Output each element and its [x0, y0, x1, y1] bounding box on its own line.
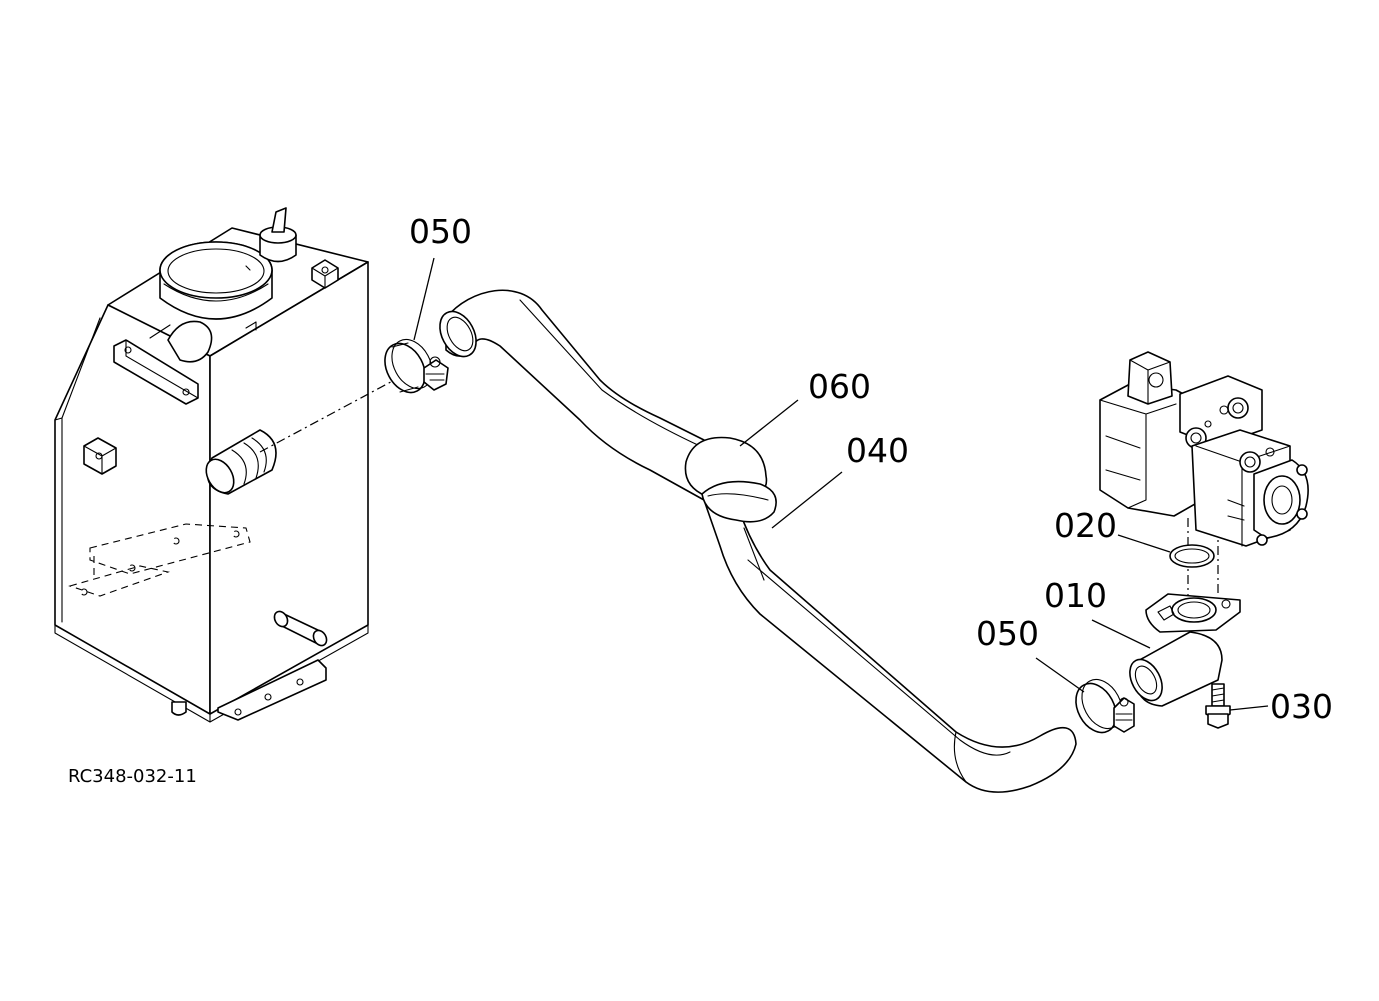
hydraulic-tank: [54, 207, 369, 723]
leader-lines: [413, 257, 1269, 711]
hose-clamp-upper: [384, 338, 449, 394]
hydraulic-pump: [1099, 351, 1309, 547]
callout-labels: 050 060 040 020 010 050 030: [409, 212, 1333, 726]
callout-hose: 040: [846, 431, 909, 470]
callout-hose-joint: 060: [808, 367, 871, 406]
callout-clamp-lower: 050: [976, 614, 1039, 653]
callout-bolt: 030: [1270, 687, 1333, 726]
o-ring: [1169, 544, 1215, 568]
hose-joint: [684, 436, 777, 523]
hose-clamp-lower: [1075, 678, 1135, 734]
callout-clamp-upper: 050: [409, 212, 472, 251]
suction-hose: [439, 289, 1077, 793]
callout-flange: 010: [1044, 576, 1107, 615]
callout-o-ring: 020: [1054, 506, 1117, 545]
bolt: [1205, 683, 1231, 729]
flange-elbow: [1129, 593, 1241, 707]
drawing-id: RC348-032-11: [68, 766, 197, 787]
